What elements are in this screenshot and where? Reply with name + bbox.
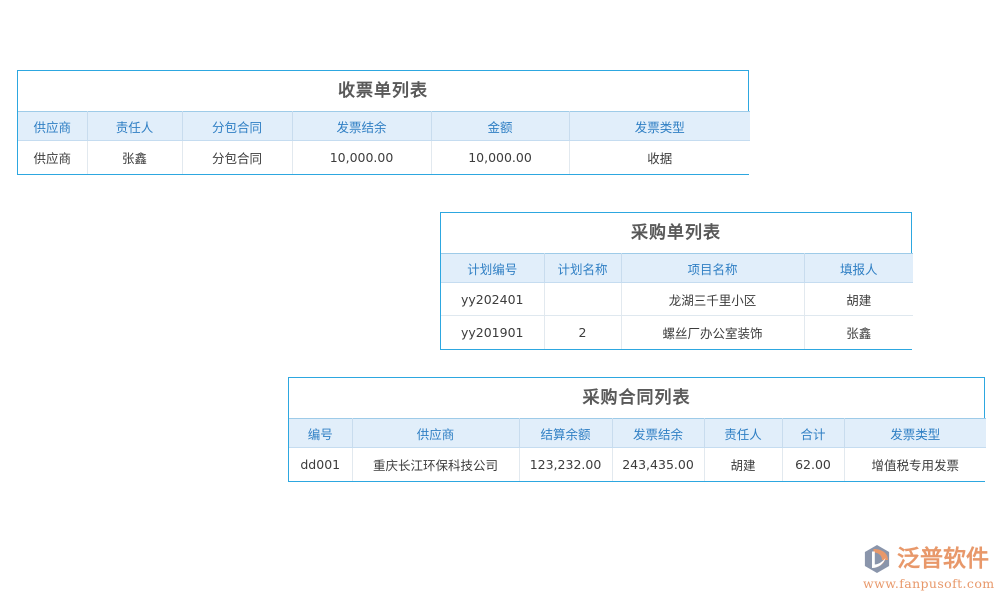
table-header: 编号供应商结算余额发票结余责任人合计发票类型 (289, 418, 986, 448)
cell-5: 62.00 (782, 447, 845, 481)
column-header-3[interactable]: 填报人 (804, 253, 913, 283)
column-header-1[interactable]: 供应商 (352, 418, 520, 448)
column-header-2[interactable]: 结算余额 (519, 418, 613, 448)
column-header-0[interactable]: 编号 (289, 418, 353, 448)
column-header-2[interactable]: 项目名称 (621, 253, 805, 283)
cell-1: 2 (544, 315, 622, 349)
cell-4: 胡建 (704, 447, 783, 481)
table-header: 计划编号计划名称项目名称填报人 (441, 253, 913, 283)
cell-3: 张鑫 (804, 315, 913, 349)
logo-main-row: 泛普软件 (862, 543, 994, 575)
column-header-6[interactable]: 发票类型 (844, 418, 986, 448)
column-header-0[interactable]: 计划编号 (441, 253, 545, 283)
cell-0: 供应商 (18, 140, 88, 174)
column-header-0[interactable]: 供应商 (18, 111, 88, 141)
cell-3: 胡建 (804, 282, 913, 316)
column-header-1[interactable]: 计划名称 (544, 253, 622, 283)
logo-website-url: www.fanpusoft.com (863, 576, 995, 591)
cell-6: 增值税专用发票 (844, 447, 986, 481)
cell-1 (544, 282, 622, 316)
column-header-3[interactable]: 发票结余 (612, 418, 705, 448)
cell-1: 张鑫 (87, 140, 183, 174)
panel-title-receipt: 收票单列表 (18, 71, 748, 111)
column-header-3[interactable]: 发票结余 (292, 111, 432, 141)
logo-brand-text: 泛普软件 (897, 546, 989, 572)
panel-title-contract: 采购合同列表 (289, 378, 984, 418)
header-row: 计划编号计划名称项目名称填报人 (441, 253, 913, 283)
cell-5: 收据 (569, 140, 750, 174)
table-row[interactable]: yy202401 龙湖三千里小区胡建 (441, 282, 913, 316)
table-header: 供应商责任人分包合同发票结余金额发票类型 (18, 111, 750, 141)
cell-2: 123,232.00 (519, 447, 613, 481)
cell-3: 10,000.00 (292, 140, 432, 174)
cell-2: 龙湖三千里小区 (621, 282, 805, 316)
hexagon-swoosh-icon (862, 544, 892, 574)
cell-0: dd001 (289, 447, 353, 481)
cell-3: 243,435.00 (612, 447, 705, 481)
cell-2: 螺丝厂办公室装饰 (621, 315, 805, 349)
cell-4: 10,000.00 (431, 140, 570, 174)
cell-0: yy202401 (441, 282, 545, 316)
header-row: 供应商责任人分包合同发票结余金额发票类型 (18, 111, 750, 141)
cell-0: yy201901 (441, 315, 545, 349)
cell-2: 分包合同 (182, 140, 293, 174)
column-header-4[interactable]: 金额 (431, 111, 570, 141)
header-row: 编号供应商结算余额发票结余责任人合计发票类型 (289, 418, 986, 448)
brand-logo: 泛普软件 www.fanpusoft.com (862, 543, 994, 593)
column-header-2[interactable]: 分包合同 (182, 111, 293, 141)
column-header-5[interactable]: 合计 (782, 418, 845, 448)
column-header-5[interactable]: 发票类型 (569, 111, 750, 141)
column-header-4[interactable]: 责任人 (704, 418, 783, 448)
panel-title-purchase: 采购单列表 (441, 213, 911, 253)
cell-1: 重庆长江环保科技公司 (352, 447, 520, 481)
column-header-1[interactable]: 责任人 (87, 111, 183, 141)
